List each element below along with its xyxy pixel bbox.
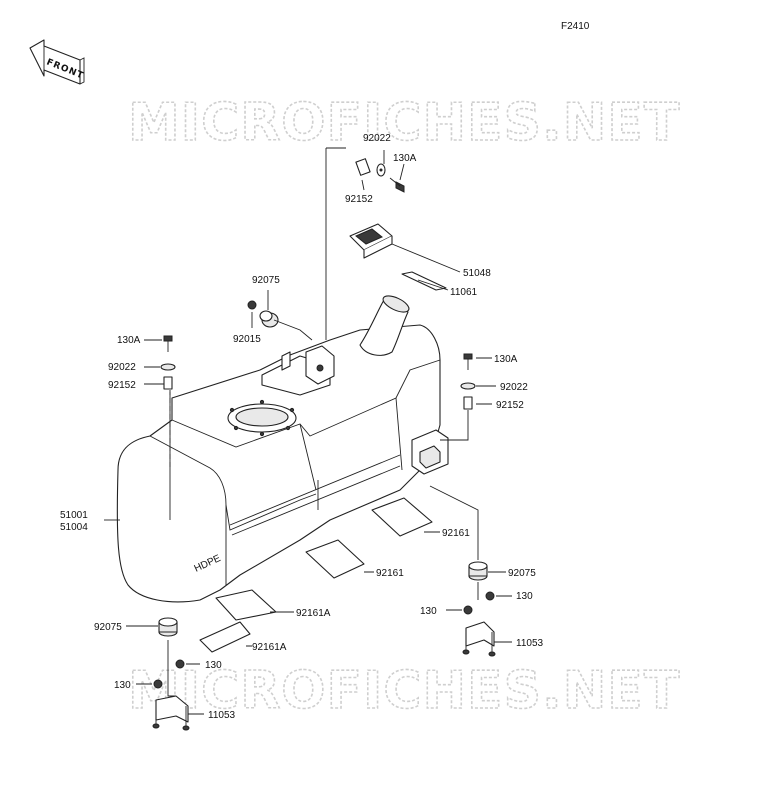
washer-92022-right	[460, 382, 476, 390]
label-130A-left: 130A	[117, 335, 141, 346]
bolt-130A-left	[163, 335, 173, 352]
pad-92161A-b	[199, 621, 251, 653]
label-51004: 51004	[60, 522, 88, 533]
label-92075-right: 92075	[508, 568, 536, 579]
washer-92022-top	[376, 163, 386, 177]
pad-92161A-a	[215, 589, 277, 621]
label-92152-right: 92152	[496, 400, 524, 411]
label-92161-a: 92161	[442, 528, 470, 539]
watermark-bottom: MICROFICHES.NET	[128, 661, 680, 721]
leader-lines	[104, 147, 512, 715]
bolt-130-right-a	[485, 591, 495, 601]
nut-92015	[247, 300, 257, 310]
label-130-left-b: 130	[114, 680, 131, 691]
label-92075-left: 92075	[94, 622, 122, 633]
bolt-130-left-b	[153, 679, 163, 689]
figure-code: F2410	[561, 21, 590, 32]
label-92161-b: 92161	[376, 568, 404, 579]
label-92015: 92015	[233, 334, 261, 345]
bolt-130-left-a	[175, 659, 185, 669]
label-130A-right: 130A	[494, 354, 518, 365]
label-11053-left: 11053	[208, 710, 236, 721]
collar-92152-top	[355, 158, 371, 176]
bolt-130A-right	[463, 353, 473, 370]
label-92022-top: 92022	[363, 133, 391, 144]
fuel-tank-body: HDPE	[116, 295, 449, 603]
label-51048: 51048	[463, 268, 491, 279]
label-92075-top: 92075	[252, 275, 280, 286]
label-92161A-b: 92161A	[252, 642, 287, 653]
bracket-11053-right	[462, 621, 496, 657]
rubber-mount-92075-top	[259, 310, 279, 328]
bolt-130A-top	[389, 177, 405, 193]
label-92022-right: 92022	[500, 382, 528, 393]
pad-92161-b	[305, 539, 365, 579]
label-11061: 11061	[450, 287, 478, 298]
bolt-130-right-b	[463, 605, 473, 615]
label-130-left-a: 130	[205, 660, 222, 671]
label-92152-left: 92152	[108, 380, 136, 391]
bracket-11053-left	[152, 695, 190, 731]
washer-92022-left	[160, 363, 176, 371]
collar-92152-right	[463, 396, 473, 410]
label-92152-top: 92152	[345, 194, 373, 205]
label-92161A-a: 92161A	[296, 608, 331, 619]
label-92022-left: 92022	[108, 362, 136, 373]
label-51001: 51001	[60, 510, 88, 521]
pad-92161-a	[371, 497, 433, 537]
collar-92152-left	[163, 376, 173, 390]
label-130-right-a: 130	[420, 606, 437, 617]
watermark-top: MICROFICHES.NET	[128, 93, 680, 153]
label-130-right-b: 130	[516, 591, 533, 602]
rubber-mount-92075-left	[158, 617, 178, 637]
cap-51048	[349, 223, 393, 259]
front-arrow-icon: FRONT	[29, 39, 85, 85]
rubber-mount-92075-right	[468, 561, 488, 581]
label-11053-right: 11053	[516, 638, 544, 649]
label-130A-top: 130A	[393, 153, 417, 164]
